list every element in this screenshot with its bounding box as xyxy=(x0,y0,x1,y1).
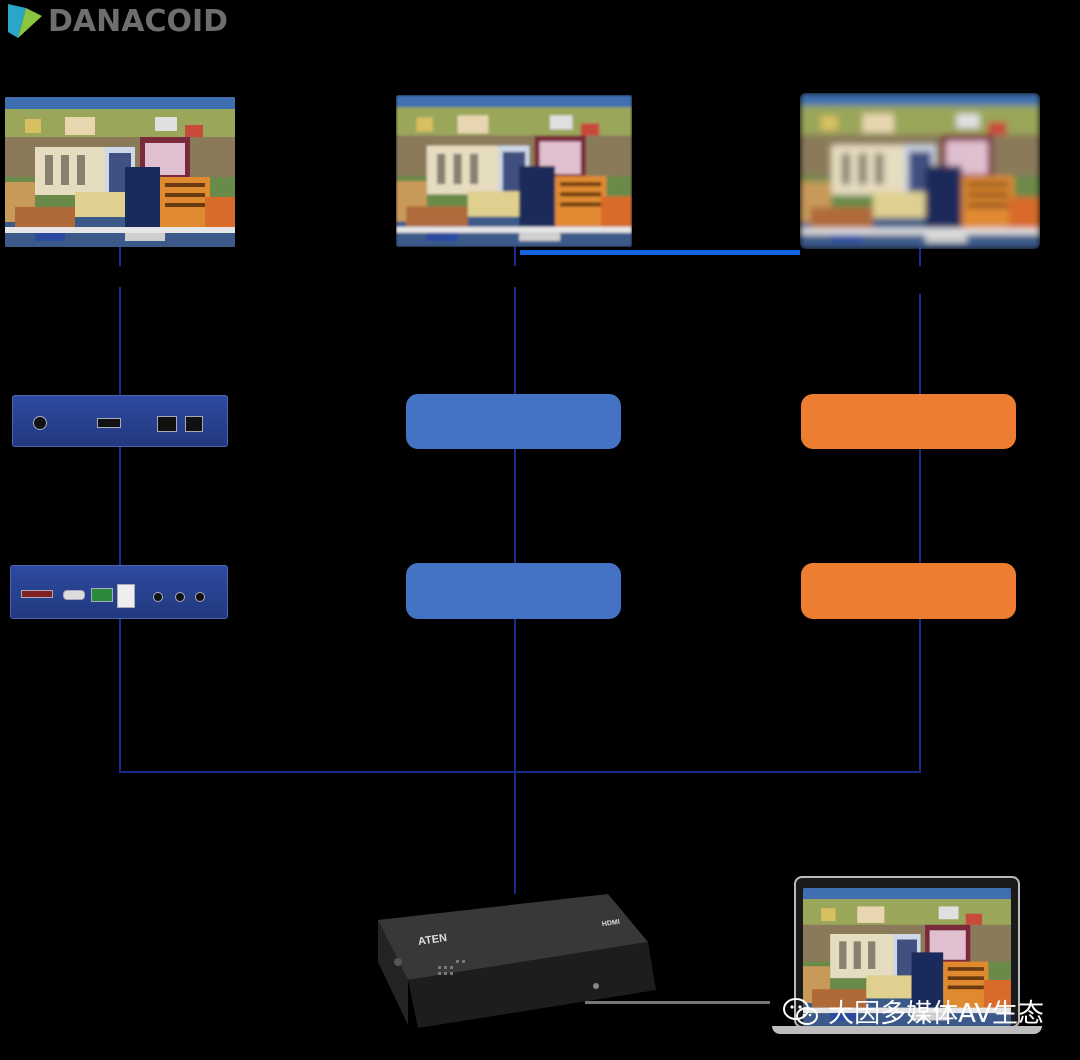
line-left-top xyxy=(119,246,121,266)
orange-box-lower xyxy=(801,563,1016,619)
line-left-main xyxy=(119,287,121,773)
usb-port xyxy=(117,584,135,608)
display-left xyxy=(5,97,235,247)
laptop xyxy=(772,876,1042,1036)
hdmi-port xyxy=(97,418,121,428)
display-right xyxy=(800,93,1040,249)
orange-box-upper xyxy=(801,394,1016,449)
blue-box-lower xyxy=(406,563,621,619)
line-screen-link xyxy=(520,250,800,255)
encoder-device xyxy=(12,395,228,447)
line-bottom-bus xyxy=(119,771,921,773)
decoder-device xyxy=(10,565,228,619)
watermark: 大因多媒体AV生态 xyxy=(782,993,1044,1030)
ethernet-port xyxy=(185,416,203,432)
sfp-port xyxy=(157,416,177,432)
watermark-text: 大因多媒体AV生态 xyxy=(828,999,1044,1029)
danacoid-logo: DANACOID xyxy=(6,2,228,40)
audio-jack-2 xyxy=(175,592,185,602)
laptop-base xyxy=(772,1026,1042,1034)
button-pair xyxy=(63,590,85,600)
line-right-top xyxy=(919,246,921,266)
power-port xyxy=(33,416,47,430)
blue-box-upper xyxy=(406,394,621,449)
line-center-top xyxy=(514,246,516,266)
display-center xyxy=(396,95,632,247)
audio-jack-3 xyxy=(195,592,205,602)
terminal-block xyxy=(91,588,113,602)
led-indicators xyxy=(21,590,53,598)
aten-device: ATEN HDMI xyxy=(378,890,658,1030)
wechat-icon xyxy=(783,997,819,1025)
line-laptop-link xyxy=(585,1001,770,1004)
line-right-main xyxy=(919,294,921,773)
logo-mark-icon xyxy=(8,4,42,38)
logo-text: DANACOID xyxy=(48,3,229,39)
audio-jack-1 xyxy=(153,592,163,602)
